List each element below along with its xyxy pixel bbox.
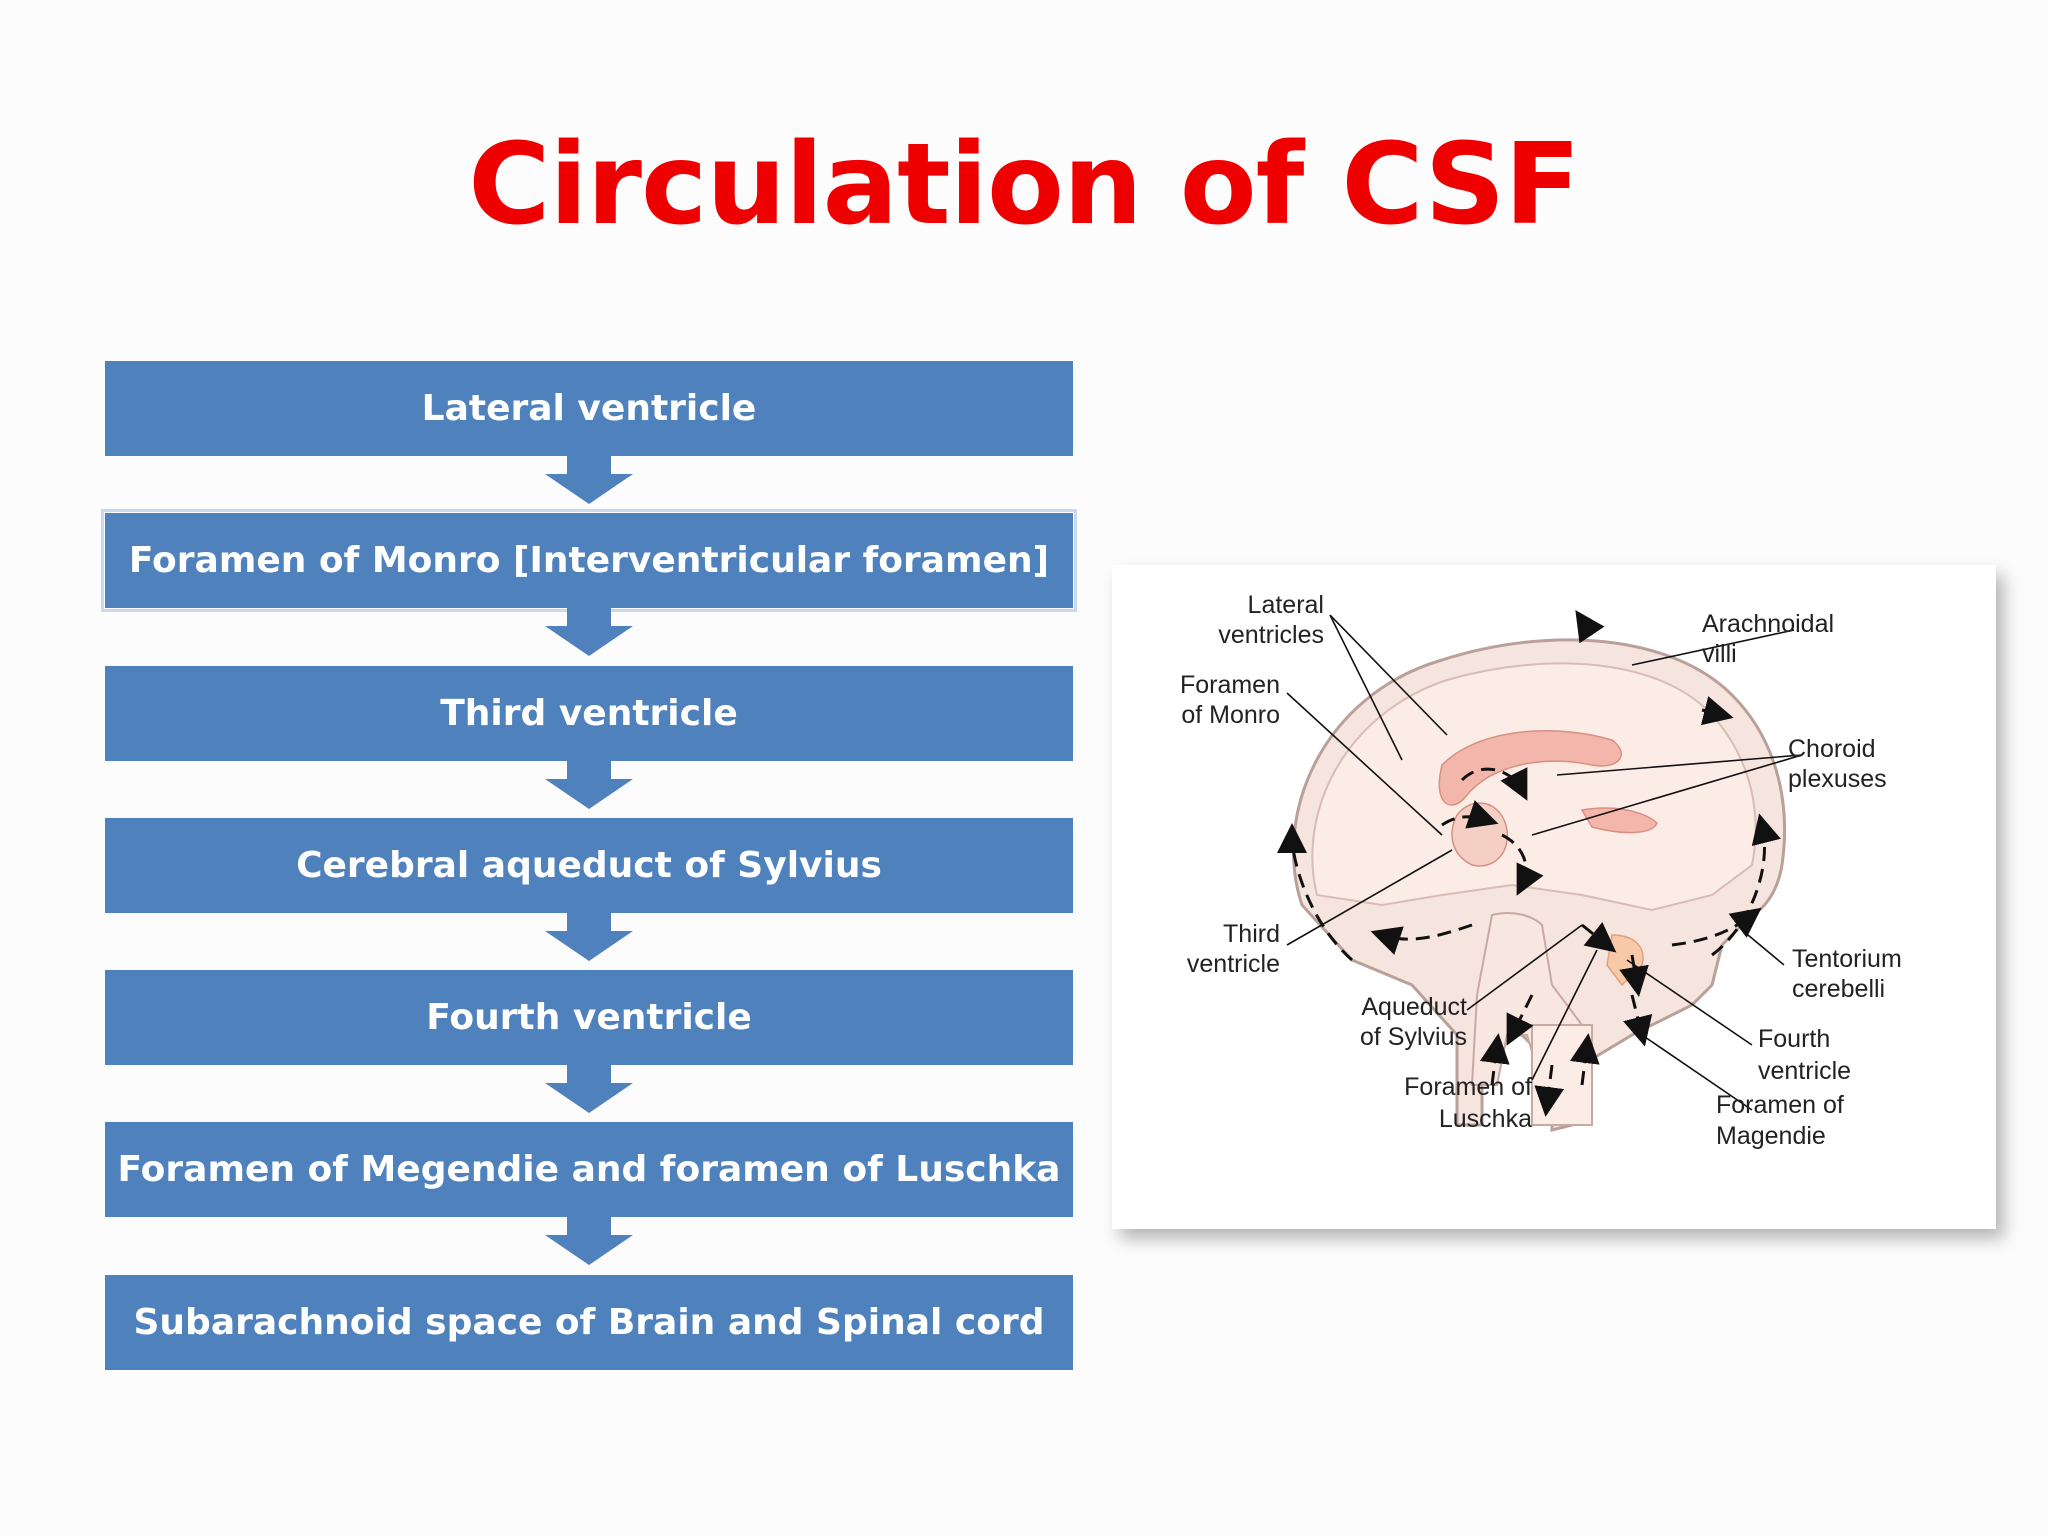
label-foramen-of-monro: Foramen: [1180, 671, 1280, 699]
label-foramen-of-luschka: Luschka: [1439, 1105, 1532, 1133]
label-choroid-plexuses: Choroid: [1788, 735, 1876, 763]
step-third-ventricle: Third ventricle: [105, 666, 1073, 761]
step-foramen-of-monro: Foramen of Monro [Interventricular foram…: [101, 509, 1077, 612]
label-choroid-plexuses: plexuses: [1788, 765, 1887, 793]
third-ventricle: [1451, 802, 1508, 867]
label-arachnoidal-villi: Arachnoidal: [1702, 610, 1834, 638]
step-subarachnoid-space: Subarachnoid space of Brain and Spinal c…: [105, 1275, 1073, 1370]
label-fourth-ventricle: ventricle: [1758, 1057, 1851, 1085]
label-aqueduct: of Sylvius: [1360, 1023, 1467, 1051]
brain-csf-diagram: Lateral ventricles Foramen of Monro Thir…: [1112, 565, 1996, 1229]
label-arachnoidal-villi: villi: [1702, 640, 1737, 668]
label-fourth-ventricle: Fourth: [1758, 1025, 1830, 1053]
label-foramen-of-luschka: Foramen of: [1404, 1073, 1532, 1101]
step-foramen-megendie-luschka: Foramen of Megendie and foramen of Lusch…: [105, 1122, 1073, 1217]
down-arrow-icon: [545, 1065, 633, 1113]
step-lateral-ventricle: Lateral ventricle: [105, 361, 1073, 456]
down-arrow-icon: [545, 761, 633, 809]
label-tentorium-cerebelli: Tentorium: [1792, 945, 1902, 973]
label-aqueduct: Aqueduct: [1361, 993, 1467, 1021]
label-tentorium-cerebelli: cerebelli: [1792, 975, 1885, 1003]
down-arrow-icon: [545, 608, 633, 656]
label-foramen-of-magendie: Magendie: [1716, 1122, 1826, 1150]
step-fourth-ventricle: Fourth ventricle: [105, 970, 1073, 1065]
label-lateral-ventricles: Lateral: [1248, 591, 1324, 619]
label-lateral-ventricles: ventricles: [1218, 621, 1324, 649]
label-foramen-of-monro: of Monro: [1181, 701, 1280, 729]
brain-illustration: Lateral ventricles Foramen of Monro Thir…: [1180, 591, 1902, 1150]
slide-title: Circulation of CSF: [468, 120, 1581, 250]
down-arrow-icon: [545, 1217, 633, 1265]
down-arrow-icon: [545, 913, 633, 961]
label-third-ventricle: Third: [1223, 920, 1280, 948]
down-arrow-icon: [545, 456, 633, 504]
label-third-ventricle: ventricle: [1187, 950, 1280, 978]
label-foramen-of-magendie: Foramen of: [1716, 1091, 1844, 1119]
step-cerebral-aqueduct: Cerebral aqueduct of Sylvius: [105, 818, 1073, 913]
lateral-ventricle: [1438, 730, 1622, 806]
